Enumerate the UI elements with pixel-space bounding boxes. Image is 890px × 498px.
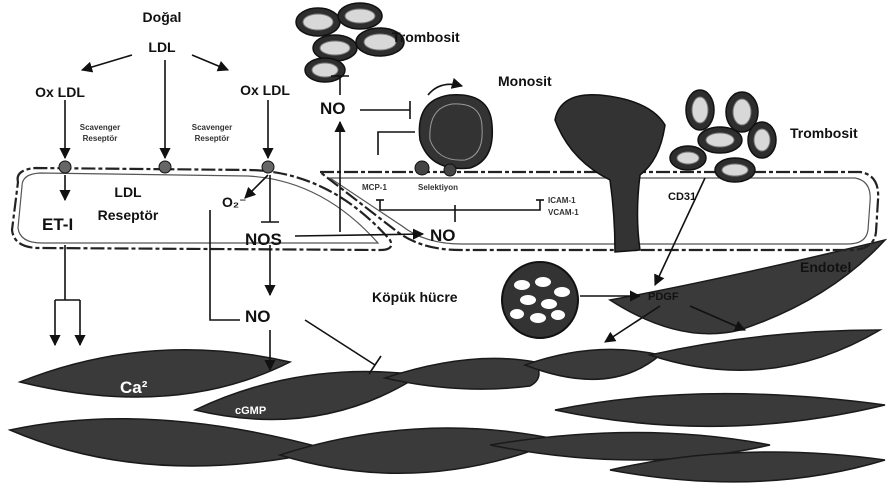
smooth-muscle-cells bbox=[10, 240, 885, 482]
no-middle-label: NO bbox=[245, 307, 271, 326]
ldl-receptor-label: LDL bbox=[114, 184, 142, 200]
ox-ldl-right-label: Ox LDL bbox=[240, 82, 290, 98]
mcp1-label: MCP-1 bbox=[362, 183, 387, 192]
smooth-muscle-cell bbox=[555, 394, 885, 427]
trombosit-top-label: Trombosit bbox=[392, 29, 460, 45]
pdgf-label: PDGF bbox=[648, 291, 679, 303]
monosit-label: Monosit bbox=[498, 73, 552, 89]
monocyte bbox=[415, 84, 492, 176]
cgmp-label: cGMP bbox=[235, 405, 266, 417]
smooth-muscle-cell bbox=[385, 358, 539, 389]
smooth-muscle-cell bbox=[650, 330, 880, 370]
endotel-label: Endotel bbox=[800, 259, 851, 275]
scavenger-left-sub-label: Reseptör bbox=[83, 134, 118, 143]
kopuk-hucre-label: Köpük hücre bbox=[372, 289, 458, 305]
platelet-cluster-right bbox=[670, 90, 776, 182]
vcam1-label: VCAM-1 bbox=[548, 208, 579, 217]
ldl-receptor-sub-label: Reseptör bbox=[98, 207, 159, 223]
dogal-ldl-label-2: LDL bbox=[148, 39, 176, 55]
ldl-receptor bbox=[159, 161, 171, 173]
dogal-ldl-label-1: Doğal bbox=[143, 9, 182, 25]
scavenger-receptor-right bbox=[262, 161, 274, 173]
trombosit-right-label: Trombosit bbox=[790, 125, 858, 141]
foam-cell bbox=[502, 262, 578, 338]
transmigrating-monocyte bbox=[555, 95, 665, 252]
scavenger-receptor-left bbox=[59, 161, 71, 173]
ca2-label: Ca² bbox=[120, 378, 148, 397]
scavenger-right-sub-label: Reseptör bbox=[195, 134, 230, 143]
nos-label: NOS bbox=[245, 230, 282, 249]
platelet-cluster-top bbox=[296, 3, 404, 82]
cd31-label: CD31 bbox=[668, 191, 696, 203]
no-right-label: NO bbox=[430, 226, 456, 245]
endothelial-cell-right bbox=[320, 172, 878, 250]
selektin-label: Selektiyon bbox=[418, 183, 458, 192]
no-top-label: NO bbox=[320, 99, 346, 118]
superoxide-label: O₂⁻ bbox=[222, 194, 247, 210]
scavenger-left-label: Scavenger bbox=[80, 123, 120, 132]
ox-ldl-left-label: Ox LDL bbox=[35, 84, 85, 100]
scavenger-right-label: Scavenger bbox=[192, 123, 232, 132]
smooth-muscle-cell bbox=[610, 240, 885, 334]
pathway-connectors bbox=[55, 55, 745, 374]
smooth-muscle-cell bbox=[10, 419, 330, 466]
et1-label: ET-I bbox=[42, 215, 73, 234]
smooth-muscle-cell bbox=[525, 349, 660, 379]
icam1-label: ICAM-1 bbox=[548, 196, 576, 205]
